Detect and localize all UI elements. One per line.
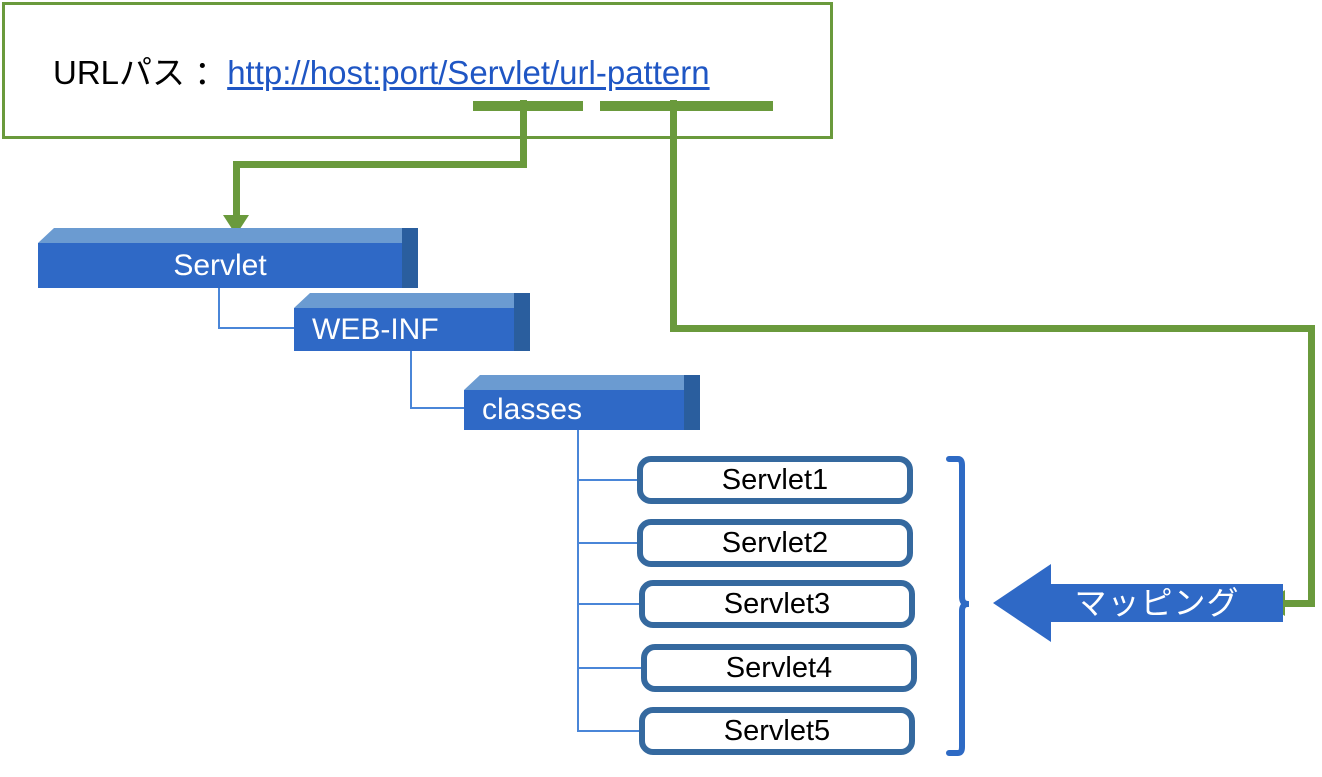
- folder-top-bevel: [294, 293, 530, 308]
- tree-line-webinf-to-classes: [410, 407, 466, 409]
- folder-side-face: [684, 375, 700, 430]
- green-path-servlet-segment-3: [233, 161, 240, 219]
- folder-node-classes[interactable]: classes: [464, 375, 700, 430]
- tree-line-servlet-vertical: [218, 286, 220, 328]
- servlet-box-1[interactable]: Servlet1: [637, 456, 913, 504]
- tree-branch-servlet1: [577, 479, 639, 481]
- url-path-line: URLパス ：http://host:port/Servlet/url-patt…: [53, 53, 710, 93]
- url-path-link: http://host:port/Servlet/url-pattern: [227, 54, 710, 91]
- servlet-box-4[interactable]: Servlet4: [641, 644, 917, 692]
- servlet-box-5[interactable]: Servlet5: [639, 707, 915, 755]
- folder-side-face: [514, 293, 530, 351]
- servlet-box-3[interactable]: Servlet3: [639, 580, 915, 628]
- folder-label-servlet: Servlet: [38, 243, 402, 288]
- folder-top-bevel: [464, 375, 700, 390]
- green-path-servlet-segment-2: [233, 161, 527, 168]
- green-path-servlet-segment-1: [520, 100, 527, 168]
- tree-line-classes-trunk: [577, 428, 579, 731]
- folder-node-servlet[interactable]: Servlet: [38, 228, 418, 288]
- tree-line-servlet-to-webinf: [218, 327, 296, 329]
- grouping-bracket-icon: [946, 456, 969, 756]
- servlet-box-2[interactable]: Servlet2: [637, 519, 913, 567]
- green-path-pattern-segment-1: [670, 100, 677, 332]
- highlight-bar-url-pattern: [600, 101, 773, 111]
- mapping-arrow-shape: [993, 564, 1283, 642]
- folder-label-webinf: WEB-INF: [294, 308, 514, 351]
- folder-top-bevel: [38, 228, 418, 243]
- folder-label-classes: classes: [464, 390, 684, 430]
- highlight-bar-servlet: [473, 101, 583, 111]
- url-path-label: URLパス ：: [53, 54, 228, 91]
- tree-branch-servlet3: [577, 603, 639, 605]
- green-path-pattern-segment-3: [1308, 325, 1315, 603]
- green-path-pattern-segment-4: [1283, 600, 1315, 607]
- tree-branch-servlet2: [577, 542, 639, 544]
- green-path-pattern-segment-2: [670, 325, 1315, 332]
- url-path-box: URLパス ：http://host:port/Servlet/url-patt…: [2, 2, 833, 139]
- tree-line-webinf-vertical: [410, 350, 412, 408]
- folder-side-face: [402, 228, 418, 288]
- folder-node-webinf[interactable]: WEB-INF: [294, 293, 530, 351]
- tree-branch-servlet4: [577, 667, 643, 669]
- tree-branch-servlet5: [577, 730, 643, 732]
